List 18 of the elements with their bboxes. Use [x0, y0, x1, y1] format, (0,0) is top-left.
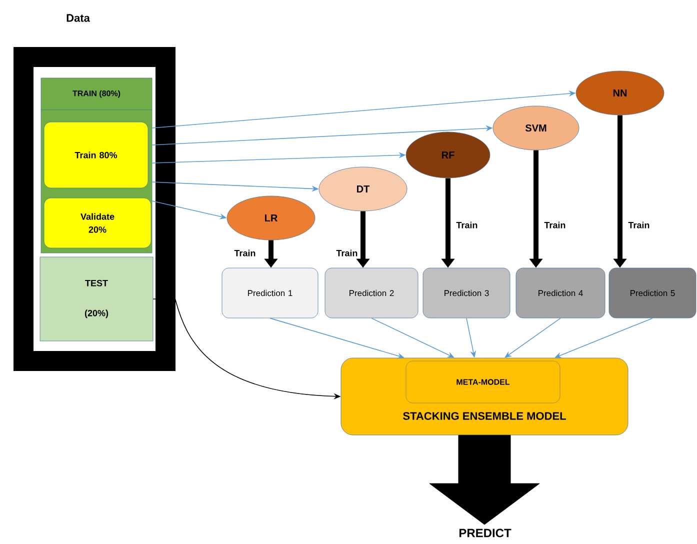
edge-label: Train	[335, 248, 359, 258]
edge-label: Train	[455, 220, 479, 230]
edge-label: Train	[233, 248, 257, 258]
node-label: Data	[66, 14, 90, 22]
edge-label: Train	[627, 220, 651, 230]
train-box: Train 80%	[44, 122, 148, 188]
meta-model-box: META-MODEL	[406, 360, 560, 404]
prediction-box: Prediction 1	[222, 268, 318, 318]
prediction-box: Prediction 3	[422, 268, 510, 318]
block-arrow	[429, 434, 540, 525]
edge-label: Train	[543, 220, 567, 230]
arrow	[504, 318, 561, 358]
test-box: TEST (20%)	[40, 256, 154, 342]
validate-box: Validate 20%	[44, 198, 152, 248]
prediction-box: Prediction 2	[324, 268, 418, 318]
output-label: PREDICT	[459, 528, 512, 538]
prediction-box: Prediction 5	[608, 268, 696, 318]
prediction-box: Prediction 4	[516, 268, 606, 318]
